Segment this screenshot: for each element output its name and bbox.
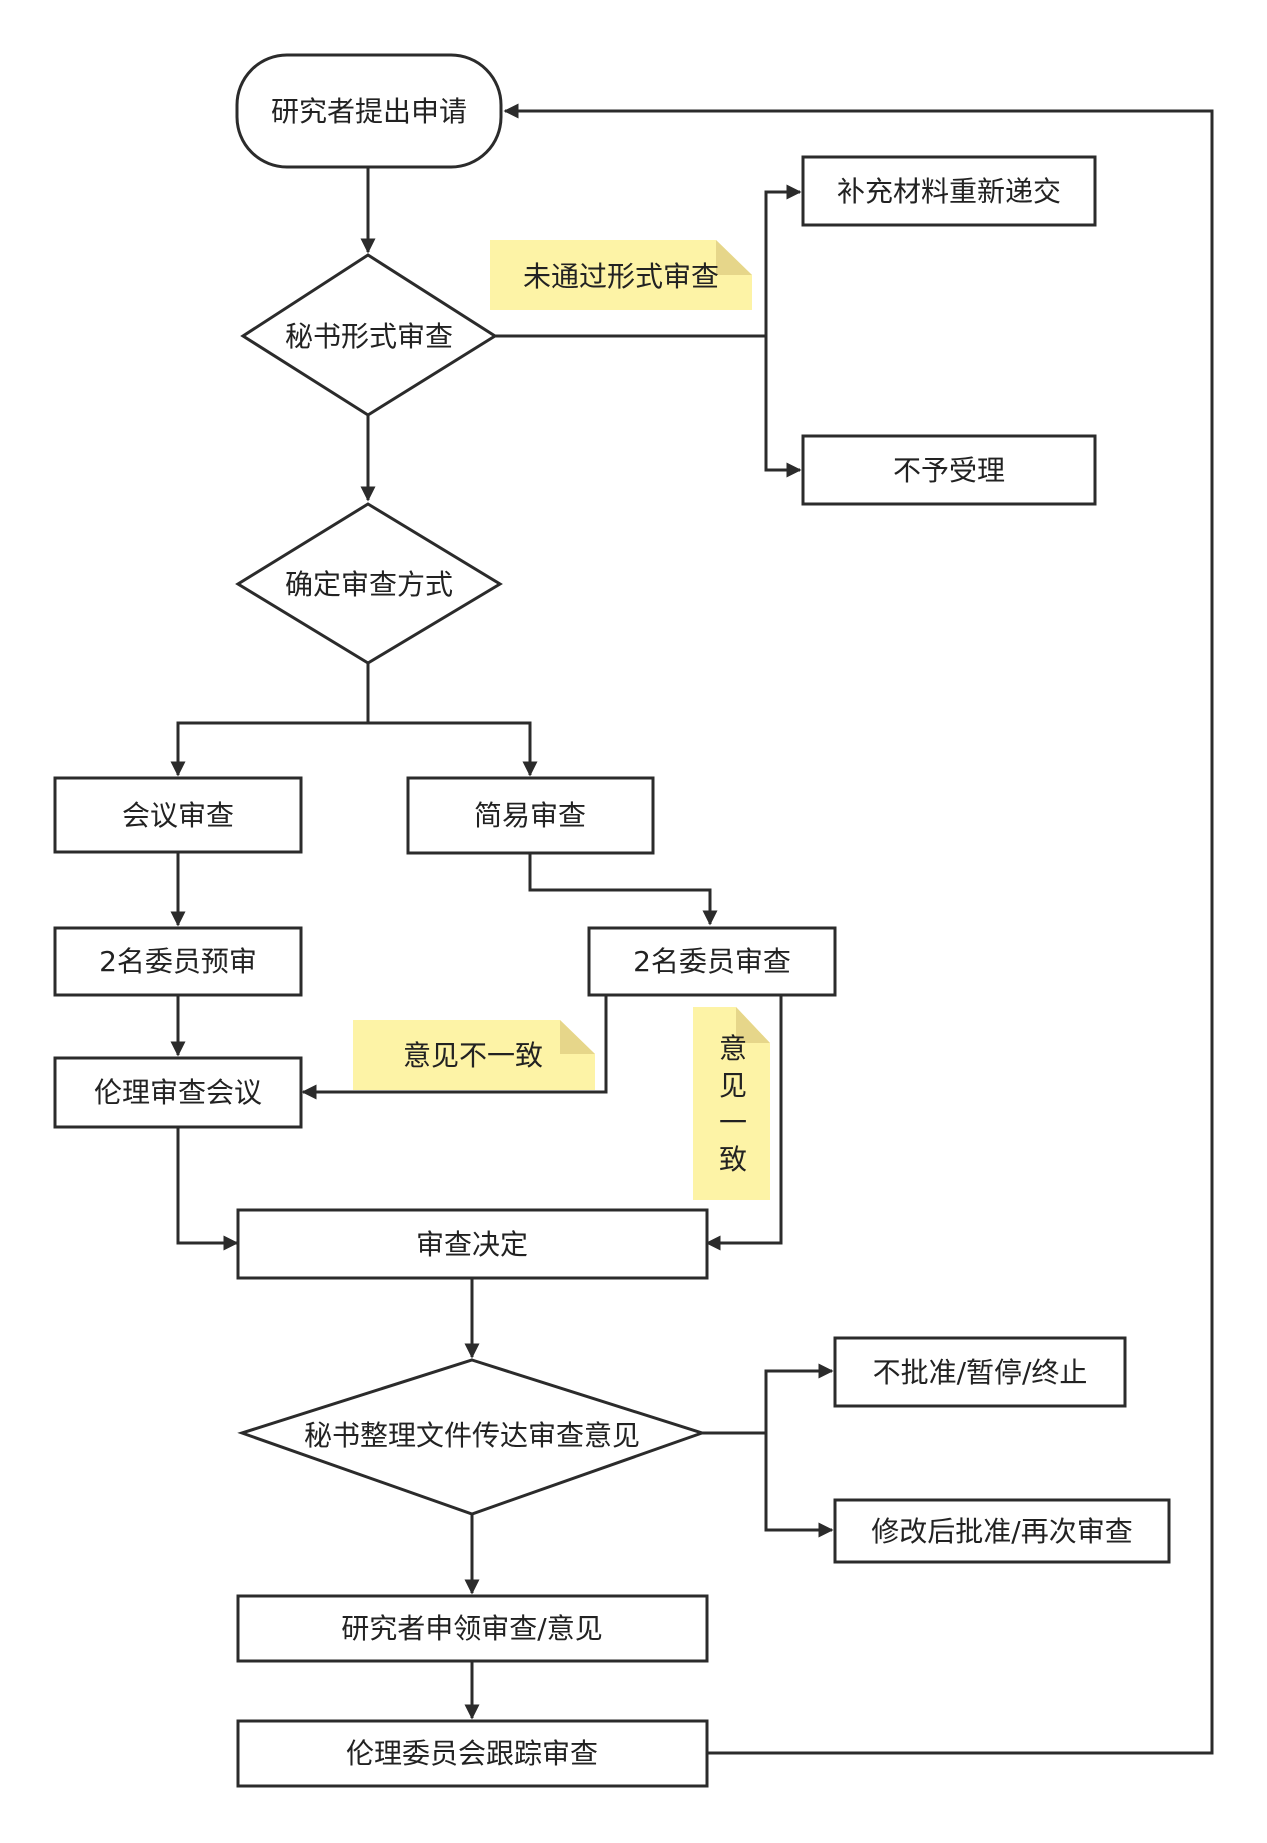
note-opinions-differ-shape [353,1020,595,1090]
edge-form-review-to-resubmit [495,184,802,338]
edge-two-member-review-to-ethics-meeting [301,995,608,1100]
node-meeting-review-label: 会议审查 [122,799,234,832]
node-researcher-receive-opinion-shape [236,1594,709,1663]
note-opinions-differ: 意见不一致 [353,1020,595,1090]
edge-two-member-review-to-decision [705,995,783,1251]
edge-ethics-meeting-to-decision [176,1127,239,1251]
node-approve-after-revision[interactable]: 修改后批准/再次审查 [833,1498,1171,1564]
note-failed-form-review-fold [716,240,752,275]
node-review-decision-shape [236,1208,709,1280]
edge-follow-up-to-apply [503,103,1214,1755]
node-ethics-review-meeting[interactable]: 伦理审查会议 [53,1056,303,1129]
edge-form-review-to-not-accepted [764,336,802,478]
node-secretary-form-review: 秘书形式审查 [240,253,498,417]
node-researcher-receive-opinion-label: 研究者申领审查/意见 [341,1612,602,1645]
node-approve-after-revision-shape [833,1498,1171,1564]
node-meeting-review[interactable]: 会议审查 [53,776,303,854]
node-not-approved-label: 不批准/暂停/终止 [873,1356,1088,1389]
note-opinions-differ-fold [560,1020,595,1054]
note-failed-form-review: 未通过形式审查 [490,240,752,310]
note-opinions-agree: 意 见 一 致 [693,1007,770,1200]
node-two-member-prereview-label: 2名委员预审 [99,945,257,978]
node-not-accepted: 不予受理 [801,434,1097,506]
note-opinions-agree-char: 意 [719,1032,747,1065]
note-opinions-differ-label: 意见不一致 [403,1039,543,1072]
edge-method-to-meeting [170,663,370,777]
node-ethics-review-meeting-shape [53,1056,303,1129]
node-review-decision-label: 审查决定 [416,1228,528,1261]
node-resubmit-materials: 补充材料重新递交 [801,155,1097,227]
node-researcher-apply-shape [235,53,503,169]
note-opinions-agree-char: 致 [719,1143,747,1176]
note-failed-form-review-shape [490,240,752,310]
node-secretary-convey-opinion-label: 秘书整理文件传达审查意见 [304,1419,640,1452]
node-determine-review-method-label: 确定审查方式 [285,568,453,601]
node-two-member-prereview[interactable]: 2名委员预审 [53,926,303,997]
node-two-member-prereview-shape [53,926,303,997]
connectors [170,103,1214,1755]
node-resubmit-materials-label: 补充材料重新递交 [837,175,1061,208]
edge-convey-to-revise-approve [764,1433,834,1538]
edge-convey-to-not-approved [702,1363,834,1435]
node-review-decision[interactable]: 审查决定 [236,1208,709,1280]
node-committee-follow-up-label: 伦理委员会跟踪审查 [346,1737,598,1770]
node-secretary-form-review-shape [240,253,498,417]
node-expedited-review-label: 简易审查 [474,799,586,832]
edge-method-to-expedited [368,721,538,777]
node-not-accepted-label: 不予受理 [893,454,1005,487]
node-ethics-review-meeting-label: 伦理审查会议 [94,1076,262,1109]
node-not-approved[interactable]: 不批准/暂停/终止 [833,1336,1127,1408]
note-failed-form-review-label: 未通过形式审查 [523,260,719,293]
node-determine-review-method-shape [235,502,503,665]
node-meeting-review-shape [53,776,303,854]
node-two-member-review-label: 2名委员审查 [633,945,791,978]
node-expedited-review-shape [406,776,655,855]
note-opinions-agree-char: 一 [719,1106,747,1139]
node-not-approved-shape [833,1336,1127,1408]
node-researcher-apply: 研究者提出申请 [235,53,503,169]
note-opinions-agree-fold [736,1007,770,1043]
node-not-accepted-shape [801,434,1097,506]
node-secretary-convey-opinion: 秘书整理文件传达审查意见 [237,1358,707,1516]
node-secretary-convey-opinion-shape [237,1358,707,1516]
node-two-member-review[interactable]: 2名委员审查 [587,926,837,997]
node-approve-after-revision-label: 修改后批准/再次审查 [871,1515,1132,1548]
node-determine-review-method: 确定审查方式 [235,502,503,665]
node-researcher-apply-label: 研究者提出申请 [271,95,467,128]
node-committee-follow-up-shape [236,1719,709,1788]
node-expedited-review[interactable]: 简易审查 [406,776,655,855]
note-opinions-agree-char: 见 [719,1069,747,1102]
node-researcher-receive-opinion[interactable]: 研究者申领审查/意见 [236,1594,709,1663]
edge-expedited-to-two-member-review [528,853,718,926]
note-opinions-agree-shape [693,1007,770,1200]
node-two-member-review-shape [587,926,837,997]
node-secretary-form-review-label: 秘书形式审查 [285,320,453,353]
node-committee-follow-up[interactable]: 伦理委员会跟踪审查 [236,1719,709,1788]
node-resubmit-materials-shape [801,155,1097,227]
